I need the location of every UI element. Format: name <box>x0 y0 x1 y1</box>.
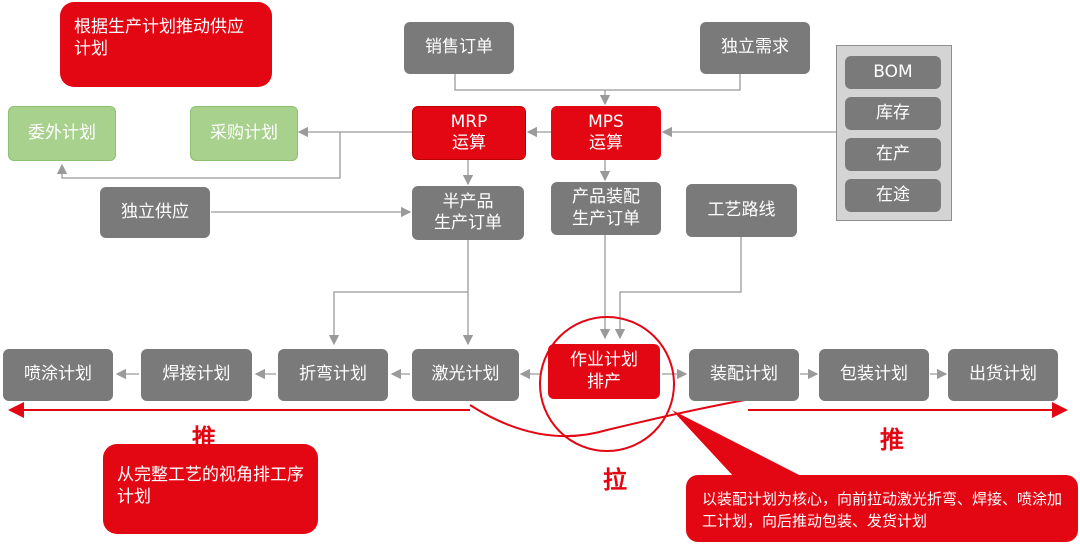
stock-label: 库存 <box>876 102 910 123</box>
push-right-label: 推 <box>880 426 904 454</box>
mps-node: MPS 运算 <box>551 106 661 160</box>
assembly-order-label: 产品装配 生产订单 <box>572 187 640 229</box>
independent-supply-node: 独立供应 <box>100 187 210 238</box>
assembly-plan-node: 装配计划 <box>689 349 799 401</box>
transit-label: 在途 <box>876 184 910 205</box>
outsource-plan-label: 委外计划 <box>28 122 96 143</box>
spray-plan-node: 喷涂计划 <box>3 349 113 401</box>
spray-plan-label: 喷涂计划 <box>24 364 92 385</box>
process-schedule-note-text: 从完整工艺的视角排工序计划 <box>117 465 304 508</box>
supply-plan-note: 根据生产计划推动供应计划 <box>60 2 272 87</box>
weld-plan-node: 焊接计划 <box>141 349 252 401</box>
sales-order-label: 销售订单 <box>425 37 493 58</box>
transit-node: 在途 <box>845 179 941 212</box>
semi-product-order-label: 半产品 生产订单 <box>434 191 502 233</box>
supply-plan-note-text: 根据生产计划推动供应计划 <box>74 17 244 60</box>
ship-plan-label: 出货计划 <box>969 364 1037 385</box>
bom-node: BOM <box>845 56 941 89</box>
process-route-label: 工艺路线 <box>707 199 776 220</box>
pack-plan-node: 包装计划 <box>819 349 929 401</box>
mps-label: MPS 运算 <box>588 111 624 153</box>
process-schedule-note: 从完整工艺的视角排工序计划 <box>103 444 318 534</box>
independent-supply-label: 独立供应 <box>121 201 189 222</box>
ship-plan-node: 出货计划 <box>948 349 1058 401</box>
laser-plan-label: 激光计划 <box>431 364 500 385</box>
independent-demand-label: 独立需求 <box>721 37 789 58</box>
assembly-order-node: 产品装配 生产订单 <box>551 182 661 235</box>
pack-plan-label: 包装计划 <box>840 364 908 385</box>
laser-plan-node: 激光计划 <box>412 349 519 401</box>
assembly-core-callout: 以装配计划为核心，向前拉动激光折弯、焊接、喷涂加工计划，向后推动包装、发货计划 <box>686 475 1078 542</box>
outsource-plan-node: 委外计划 <box>8 106 116 161</box>
bom-label: BOM <box>873 61 913 82</box>
purchase-plan-label: 采购计划 <box>210 122 278 143</box>
semi-product-order-node: 半产品 生产订单 <box>412 186 524 240</box>
bend-plan-label: 折弯计划 <box>299 364 367 385</box>
mrp-node: MRP 运算 <box>412 106 526 160</box>
pull-label: 拉 <box>603 466 627 494</box>
sales-order-node: 销售订单 <box>404 22 514 74</box>
bend-plan-node: 折弯计划 <box>278 349 388 401</box>
stock-node: 库存 <box>845 97 941 130</box>
job-schedule-node: 作业计划 排产 <box>548 344 660 399</box>
weld-plan-label: 焊接计划 <box>162 364 231 385</box>
purchase-plan-node: 采购计划 <box>190 106 298 161</box>
wip-node: 在产 <box>845 138 941 171</box>
wip-label: 在产 <box>876 143 910 164</box>
job-schedule-label: 作业计划 排产 <box>570 350 638 392</box>
assembly-plan-label: 装配计划 <box>710 364 778 385</box>
inventory-panel: BOM 库存 在产 在途 <box>836 45 952 221</box>
independent-demand-node: 独立需求 <box>700 22 810 74</box>
mrp-label: MRP 运算 <box>450 111 488 153</box>
process-route-node: 工艺路线 <box>686 184 797 237</box>
assembly-core-callout-text: 以装配计划为核心，向前拉动激光折弯、焊接、喷涂加工计划，向后推动包装、发货计划 <box>702 490 1063 530</box>
